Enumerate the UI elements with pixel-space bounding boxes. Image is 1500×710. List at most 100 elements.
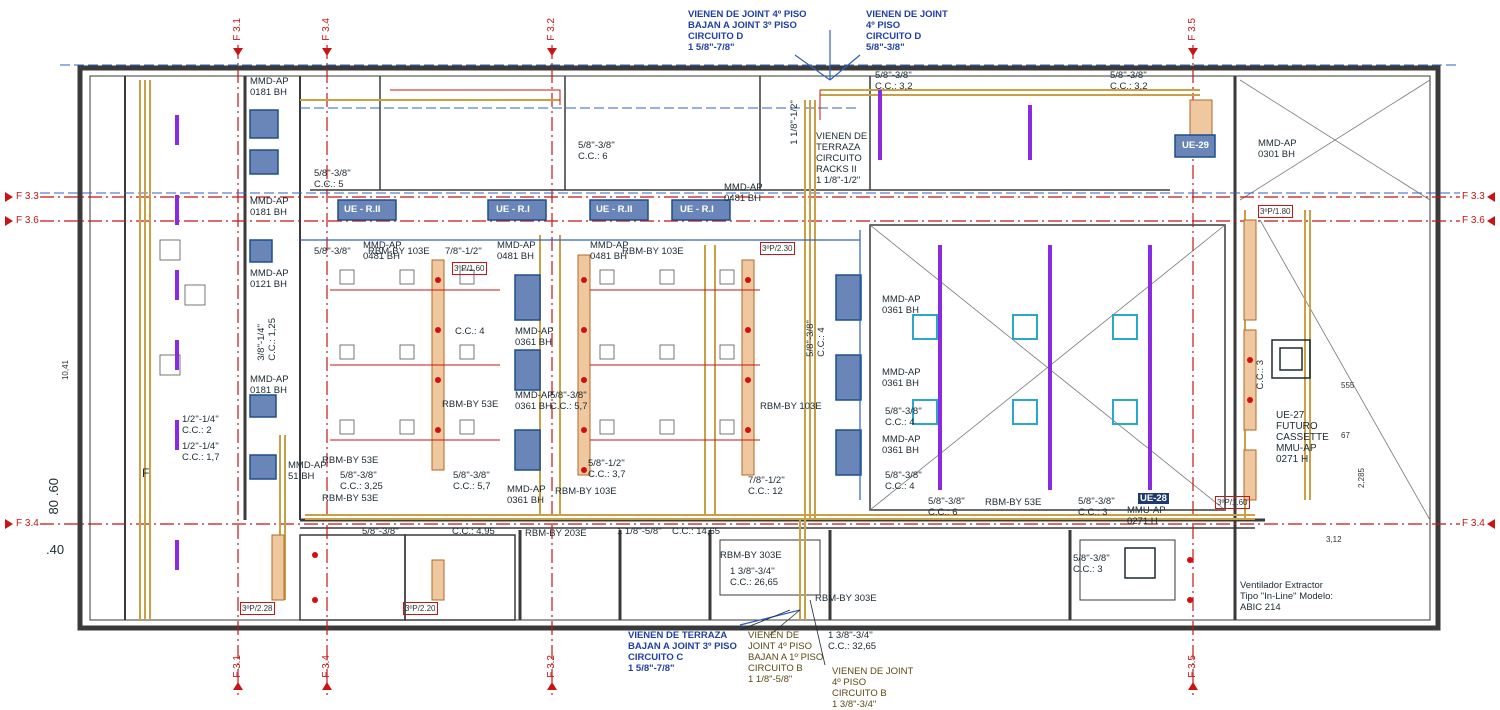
branch-rbm-103e-c: RBM-BY 103E [760,401,822,412]
callout-bottom-left: VIENEN DE TERRAZA BAJAN A JOINT 3º PISO … [628,630,737,674]
branch-rbm-103e-a: RBM-BY 103E [368,246,430,257]
pipe-label-13: 5/8''-3/8'' C.C.: 5,7 [453,470,491,492]
branch-rbm-303e-a: RBM-BY 303E [720,550,782,561]
dim-2-285: 2,285 [1357,468,1366,489]
grid-label-f36-right: F 3.6 [1462,215,1485,226]
callout-bottom-mid: VIENEN DE JOINT 4º PISO BAJAN A 1º PISO … [748,630,824,685]
grid-label-f33-left: F 3.3 [16,191,39,202]
pipe-label-7: 5/8''-3/8'' C.C.: 3,2 [1110,70,1148,92]
unit-ue-ri-3: UE - R.II [596,204,633,215]
hatched-ducts [271,99,1257,601]
pipe-label-2: 5/8''-3/8'' [314,246,351,257]
unit-mmd-0301: MMD-AP 0301 BH [1258,138,1297,160]
callout-bottom-right: VIENEN DE JOINT 4º PISO CIRCUITO B 1 3/8… [832,666,914,710]
level-tag-2: 3ºP/2.20 [403,602,438,615]
indoor-units [249,109,1216,480]
branch-rbm-53e-b: RBM-BY 53E [322,455,379,466]
pipe-label-25: 1 3/8''-3/4'' C.C.: 26,65 [730,566,779,588]
pipe-label-27: 5/8''-3/8'' C.C.: 3 [1073,553,1110,575]
pipe-label-29: 5/8''-3/8'' C.C.: 4 [805,320,827,357]
pipe-label-11: 1/2''-1/4'' C.C.: 1,7 [182,441,220,463]
pipe-label-19: 5/8''-3/8'' C.C.: 6 [928,496,965,518]
callout-top-left: VIENEN DE JOINT 4º PISO BAJAN A JOINT 3º… [688,9,807,53]
pipe-label-14: 5/8''-3/8'' C.C.: 5,7 [550,390,588,412]
pipe-label-20: 5/8''-3/8'' C.C.: 3 [1078,496,1115,518]
pipe-label-21: 5/8''-3/8'' [362,526,399,537]
pipe-label-22: C.C.: 4,95 [452,526,495,537]
dim-10-41: 10,41 [61,360,70,381]
branch-rbm-53e-d: RBM-BY 53E [985,497,1042,508]
dim-40: .40 [46,542,65,557]
pipe-label-9: 3/8''-1/4'' C.C.: 1,25 [256,318,278,361]
pipe-label-12: 5/8''-3/8'' C.C.: 3,25 [340,470,383,492]
grid-label-f32-bottom: F 3.2 [546,655,557,678]
cassette-units [912,314,1138,425]
unit-mmu-0271: MMU-AP 0271 H [1127,505,1166,527]
pipe-label-1: 5/8''-3/8'' C.C.: 5 [314,168,351,190]
unit-mmd-0481-b: MMD-AP 0481 BH [363,240,402,262]
callout-top-right: VIENEN DE JOINT 4º PISO CIRCUITO D 5/8"-… [866,9,948,53]
unit-mmd-0361-b: MMD-AP 0361 BH [882,294,921,316]
unit-ue-ri-1: UE - R.II [344,204,381,215]
dim-3-12: 3,12 [1326,535,1342,544]
unit-ue-ri-2: UE - R.I [496,204,530,215]
pipe-label-28: C.C.: 3 [1255,360,1266,390]
north-f-label: F [142,466,150,480]
pipe-label-6: 5/8''-3/8'' C.C.: 3,2 [875,70,913,92]
pipe-label-18: 5/8''-3/8'' C.C.: 4 [885,470,922,492]
grid-label-f31-top: F 3.1 [232,18,243,41]
grid-label-f34-left: F 3.4 [16,518,39,529]
branch-rbm-53e-a: RBM-BY 53E [442,399,499,410]
desks [159,239,735,435]
level-tag-6: 3ºP/1.80 [1258,205,1293,218]
callout-terraza: VIENEN DE TERRAZA CIRCUITO RACKS II 1 1/… [816,131,868,186]
refrigerant-pipes [139,80,1311,620]
pipe-label-8: C.C.: 4 [455,326,485,337]
unit-mmd-0121: MMD-AP 0121 BH [250,268,289,290]
grid-label-f36-left: F 3.6 [16,215,39,226]
unit-mmd-0361-d: MMD-AP 0361 BH [882,434,921,456]
level-tag-3: 3ºP/2.30 [760,242,795,255]
unit-mmd-0361-e: MMD-AP 0361 BH [507,484,546,506]
circuit-lines [300,30,861,626]
unit-mmd-51: MMD-AP 51 BH [288,460,327,482]
unit-ue-27: UE-27 FUTURO CASSETTE MMU-AP 0271 H [1276,410,1329,465]
grid-label-f34-top: F 3.4 [321,18,332,41]
branch-rbm-103e-d: RBM-BY 103E [555,486,617,497]
unit-mmd-0361-c: MMD-AP 0361 BH [882,367,921,389]
branch-rbm-53e-c: RBM-BY 53E [322,493,379,504]
branch-rbm-303e-b: RBM-BY 303E [815,593,877,604]
grid-label-f35-bottom: F 3.5 [1187,655,1198,678]
branch-rbm-103e-b: RBM-BY 103E [622,246,684,257]
unit-mmd-0181-b: MMD-AP 0181 BH [250,196,289,218]
dim-60: .60 [46,478,61,497]
leader-lines [739,599,826,666]
branch-rbm-203e: RBM-BY 203E [525,528,587,539]
level-tag-1: 3ºP/2.28 [240,602,275,615]
pipe-label-5: 1 1/8''-1/2'' [789,100,800,145]
unit-ue-28: UE-28 [1138,493,1169,504]
dim-80: 80 [46,500,61,515]
unit-mmd-0361-a: MMD-AP 0361 BH [515,326,554,348]
unit-mmd-0481-d: MMD-AP 0481 BH [590,240,629,262]
pipe-label-4: 5/8''-3/8'' C.C.: 6 [578,140,615,162]
level-tag-5: 3ºP/1.60 [452,262,487,275]
reference-lines [40,64,1460,194]
grid-label-f34-right: F 3.4 [1462,518,1485,529]
grid-label-f33-right: F 3.3 [1462,191,1485,202]
future-cassette [1124,339,1311,579]
open-space-diagonals [869,79,1431,521]
grid-label-f35-top: F 3.5 [1187,18,1198,41]
pipe-label-16: 7/8''-1/2'' C.C.: 12 [748,475,785,497]
condensate-drains [312,277,1253,603]
grid-label-f34-bottom: F 3.4 [321,655,332,678]
pipe-label-15: 5/8''-1/2'' C.C.: 3,7 [588,458,626,480]
pipe-label-26: 1 3/8''-3/4'' C.C.: 32,65 [828,630,877,652]
unit-ue-ri-4: UE - R.I [680,204,714,215]
unit-mmd-0181-a: MMD-AP 0181 BH [250,76,289,98]
supply-lines [330,89,821,441]
pipe-label-23: 1 1/8''-5/8'' [617,526,662,537]
grid-label-f31-bottom: F 3.1 [232,655,243,678]
dim-67: 67 [1341,431,1350,440]
grid-arrows [5,48,1495,690]
